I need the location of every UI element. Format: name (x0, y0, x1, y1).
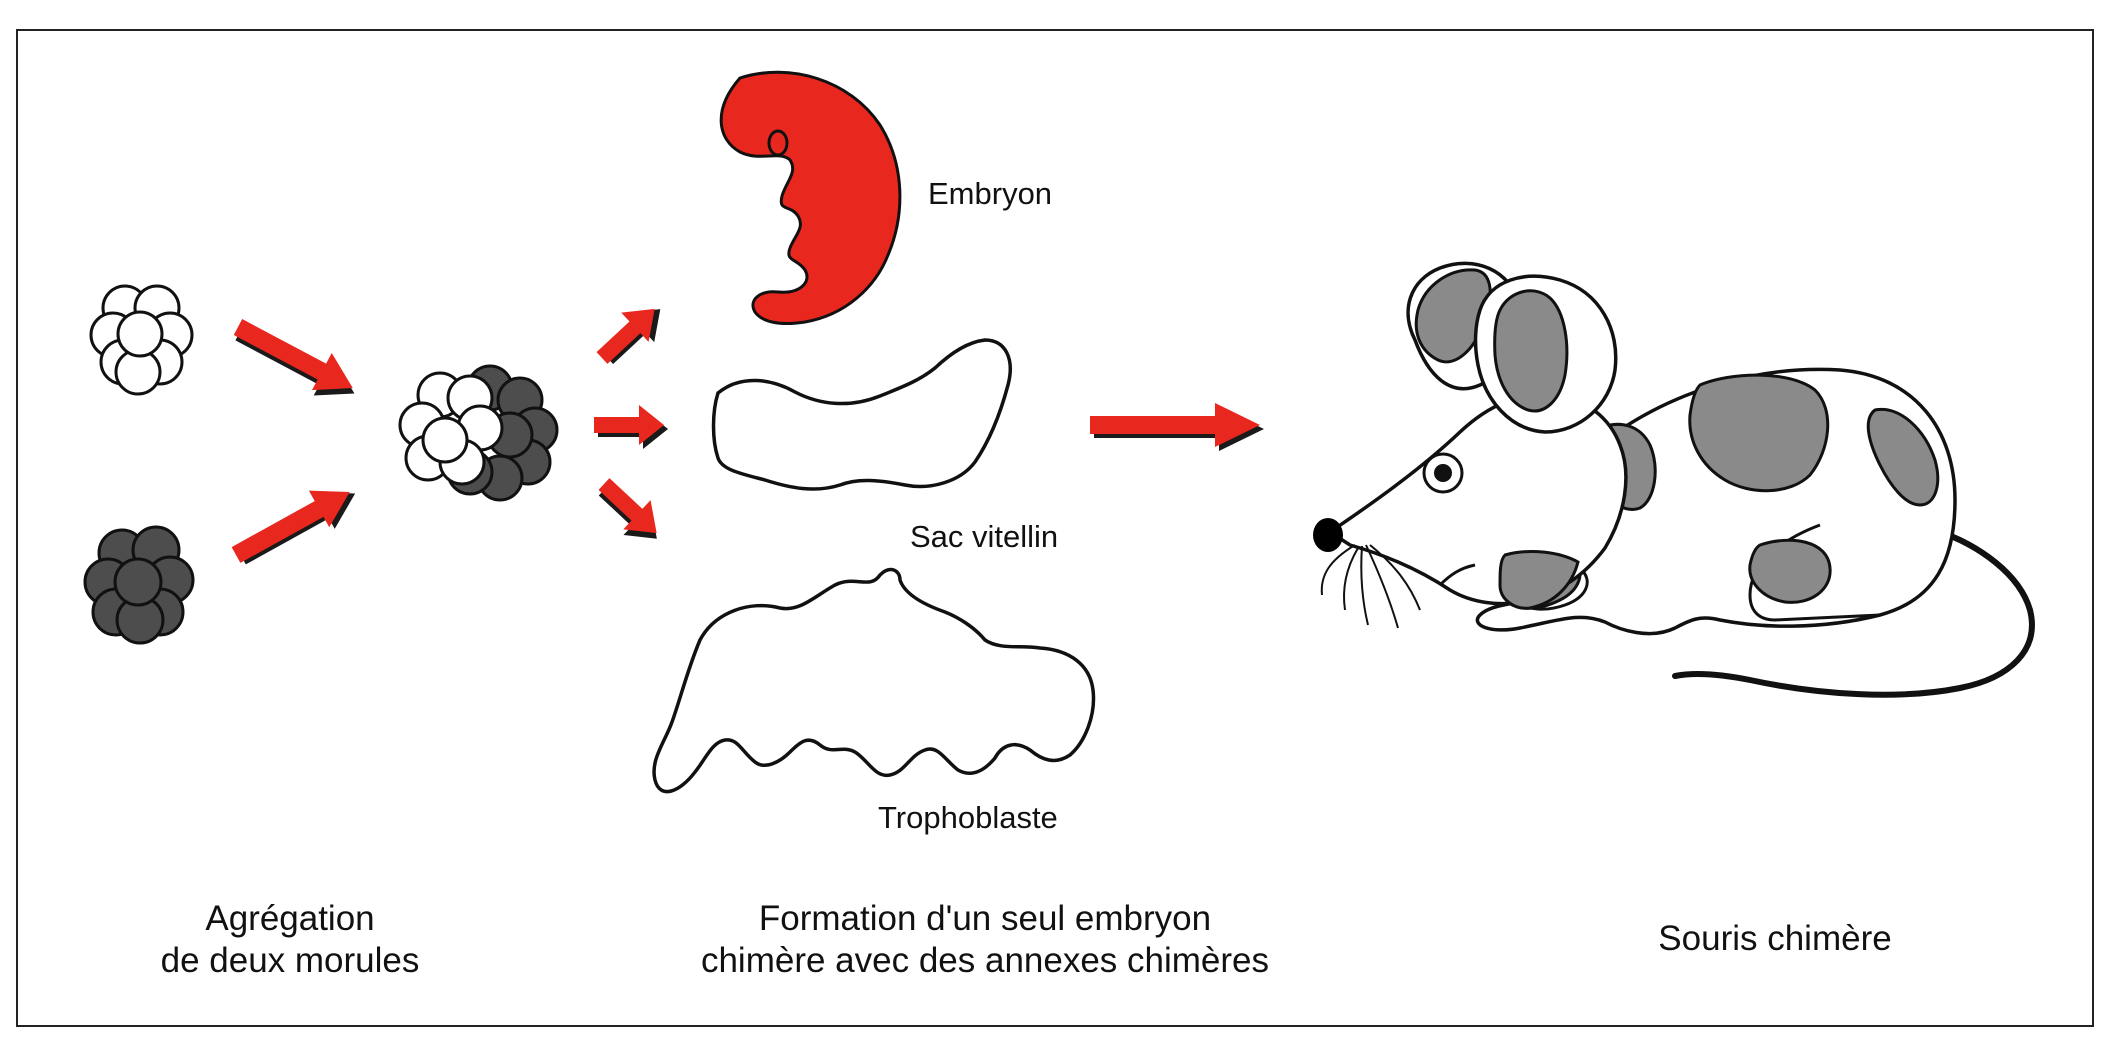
mouse-head (1326, 392, 1628, 606)
caption-middle-line1: Formation d'un seul embryon (758, 899, 1212, 938)
caption-left: Agrégation de deux morules (161, 898, 420, 982)
arrow-dark-to-aggregate (231, 490, 356, 565)
sac-vitellin-shape (711, 338, 1012, 491)
body-spot-1 (1688, 373, 1830, 493)
arrow-to-sac-vitellin (594, 405, 668, 449)
arrow-white-to-aggregate (233, 319, 355, 396)
caption-right: Souris chimère (1658, 919, 1892, 958)
chimeric-mouse (1313, 261, 2035, 698)
embryon-shape (719, 70, 902, 326)
trophoblaste-shape (652, 567, 1096, 794)
near-ear-spot (1493, 289, 1569, 413)
label-trophoblaste: Trophoblaste (878, 800, 1058, 835)
dark-morula (83, 525, 195, 645)
body-spot-2 (1866, 407, 1940, 507)
caption-middle-line2: chimère avec des annexes chimères (700, 941, 1270, 980)
mouse-whiskers (1320, 544, 1421, 629)
caption-left-line2: de deux morules (160, 941, 420, 980)
white-morula (89, 284, 194, 396)
caption-middle: Formation d'un seul embryon chimère avec… (701, 898, 1269, 982)
frame-border (16, 29, 2094, 1027)
arrow-to-mouse (1090, 403, 1264, 451)
aggregated-morula (398, 364, 559, 502)
arrow-to-trophoblaste (598, 478, 657, 539)
cheek-spot (1498, 549, 1580, 610)
caption-left-line1: Agrégation (205, 899, 375, 938)
mouse-mouth (1438, 563, 1476, 587)
label-embryon: Embryon (928, 176, 1053, 211)
mouse-tail (1672, 527, 2035, 698)
mouse-nose (1313, 518, 1343, 552)
mouse-pupil (1434, 464, 1452, 482)
body-spot-3 (1748, 538, 1832, 604)
label-sac-vitellin: Sac vitellin (910, 519, 1059, 554)
arrow-to-embryon (596, 308, 661, 365)
